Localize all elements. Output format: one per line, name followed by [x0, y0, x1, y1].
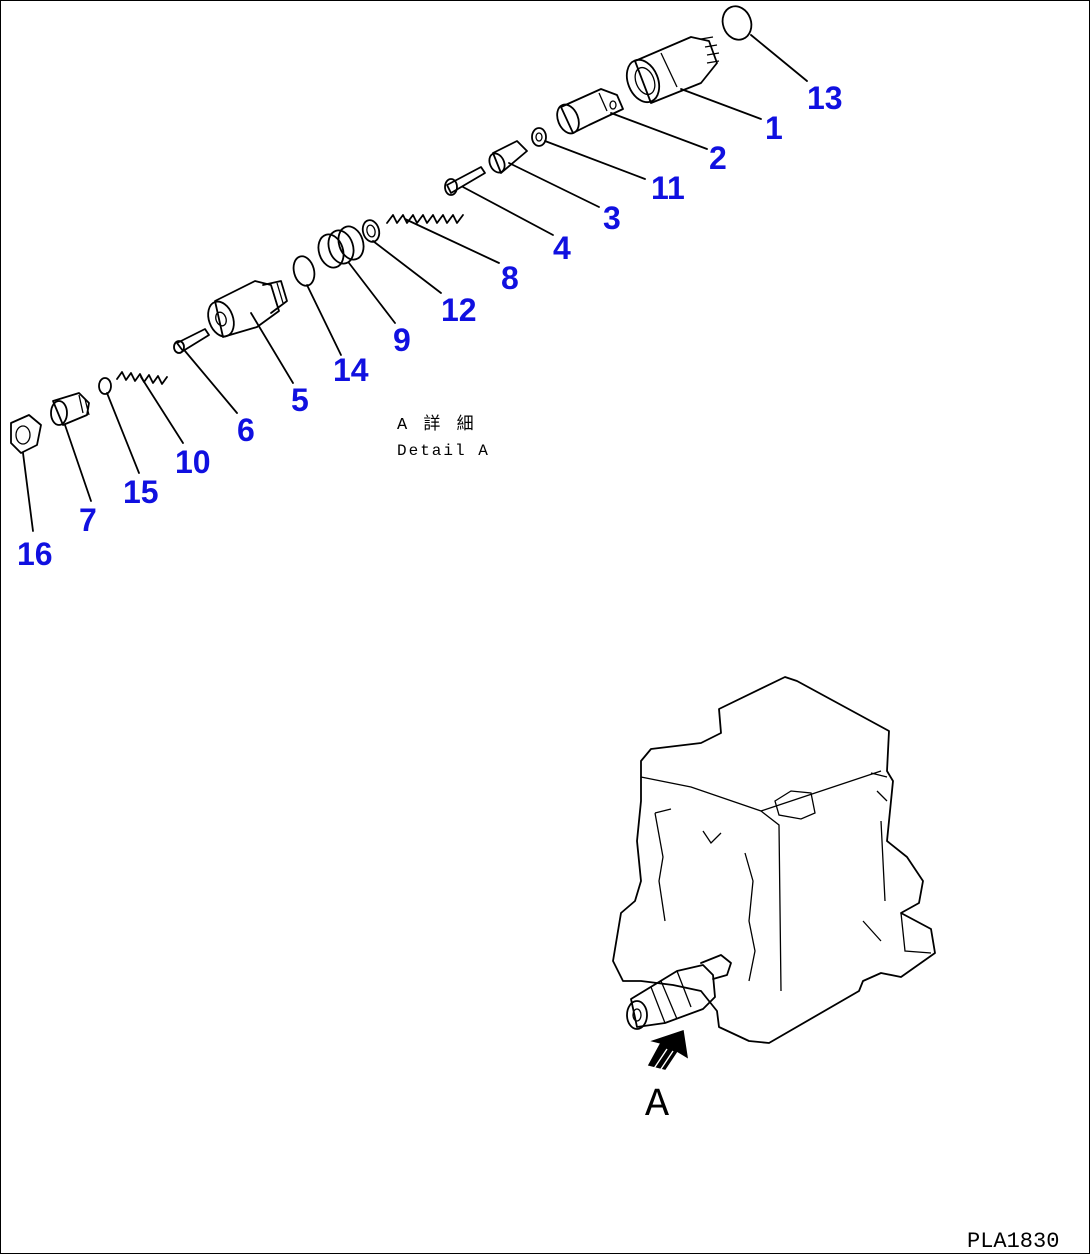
part-1-sleeve [625, 36, 720, 104]
callout-12: 12 [441, 292, 477, 328]
view-label-a: A [645, 1083, 669, 1128]
part-3-piston [488, 140, 528, 174]
part-6-pin [173, 328, 210, 354]
detail-caption: A 詳 細 Detail A [397, 414, 490, 460]
callout-11: 11 [651, 170, 685, 206]
callout-10: 10 [175, 444, 211, 480]
callout-9: 9 [393, 322, 411, 358]
part-8-spring [386, 214, 464, 224]
part-15-o-ring [98, 377, 112, 395]
callout-1: 1 [765, 110, 783, 146]
part-9-backup-ring [317, 225, 365, 269]
callout-2: 2 [709, 140, 727, 176]
part-13-o-ring [721, 5, 753, 41]
view-arrow-a [647, 1030, 688, 1076]
part-11-washer [531, 127, 547, 147]
leader-lines [22, 34, 808, 532]
detail-title-jp: A 詳 細 [397, 414, 477, 435]
control-valve-block [612, 676, 936, 1044]
part-14-o-ring [292, 255, 316, 287]
part-4-poppet [444, 166, 486, 196]
part-16-lock-nut [10, 414, 42, 454]
callout-14: 14 [333, 352, 369, 388]
part-2-spool [556, 88, 624, 135]
part-12-washer [361, 219, 381, 243]
callout-16: 16 [17, 536, 53, 572]
detail-title-en: Detail A [397, 442, 490, 460]
callout-labels: 13 1 2 11 3 4 8 12 9 14 5 6 10 15 7 16 [17, 80, 843, 572]
callout-15: 15 [123, 474, 159, 510]
callout-5: 5 [291, 382, 309, 418]
callout-8: 8 [501, 260, 519, 296]
callout-7: 7 [79, 502, 97, 538]
callout-4: 4 [553, 230, 571, 266]
part-5-valve-body [207, 280, 288, 338]
callout-3: 3 [603, 200, 621, 236]
drawing-code: PLA1830 [967, 1229, 1059, 1254]
callout-13: 13 [807, 80, 843, 116]
part-7-adjust-screw [50, 392, 90, 426]
callout-6: 6 [237, 412, 255, 448]
